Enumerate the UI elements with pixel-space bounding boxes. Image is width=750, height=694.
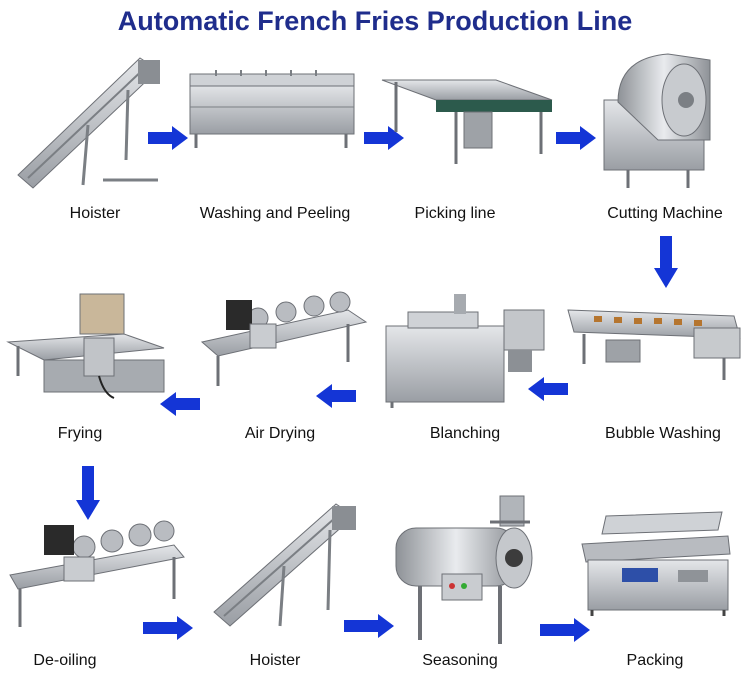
diagram-title: Automatic French Fries Production Line xyxy=(117,6,633,36)
machine-frying-image xyxy=(4,290,169,400)
arrow-right-icon xyxy=(364,126,404,155)
step-label-blanching: Blanching xyxy=(429,425,501,442)
machine-hoister-image xyxy=(204,500,364,630)
arrow-right-icon xyxy=(143,616,193,645)
arrow-left-icon xyxy=(160,392,200,421)
machine-bubble-washing-image xyxy=(564,298,746,386)
machine-packing-image xyxy=(578,506,736,618)
step-label-picking-line: Picking line xyxy=(414,205,496,222)
arrow-right-icon xyxy=(148,126,188,155)
step-label-hoister: Hoister xyxy=(69,205,121,222)
step-label-frying: Frying xyxy=(57,425,103,442)
machine-washing-peeling-image xyxy=(186,62,358,152)
arrow-right-icon xyxy=(344,614,394,643)
step-label-packing: Packing xyxy=(626,652,684,669)
step-label-de-oiling: De-oiling xyxy=(33,652,97,669)
step-label-cutting-machine: Cutting Machine xyxy=(607,205,723,222)
machine-seasoning-image xyxy=(390,492,550,652)
machine-de-oiling-image xyxy=(4,515,186,630)
arrow-right-icon xyxy=(540,618,590,647)
step-label-bubble-washing: Bubble Washing xyxy=(605,425,721,442)
machine-air-drying-image xyxy=(198,290,370,390)
arrow-down-icon xyxy=(654,236,678,293)
machine-blanching-image xyxy=(378,290,548,410)
machine-hoister-image xyxy=(8,50,168,190)
step-label-air-drying: Air Drying xyxy=(244,425,316,442)
arrow-left-icon xyxy=(528,377,568,406)
arrow-right-icon xyxy=(556,126,596,155)
machine-cutting-image xyxy=(598,40,718,190)
step-label-washing-peeling: Washing and Peeling xyxy=(199,205,351,222)
arrow-left-icon xyxy=(316,384,356,413)
arrow-down-icon xyxy=(76,466,100,525)
machine-picking-line-image xyxy=(376,72,556,167)
step-label-hoister: Hoister xyxy=(249,652,301,669)
step-label-seasoning: Seasoning xyxy=(422,652,498,669)
